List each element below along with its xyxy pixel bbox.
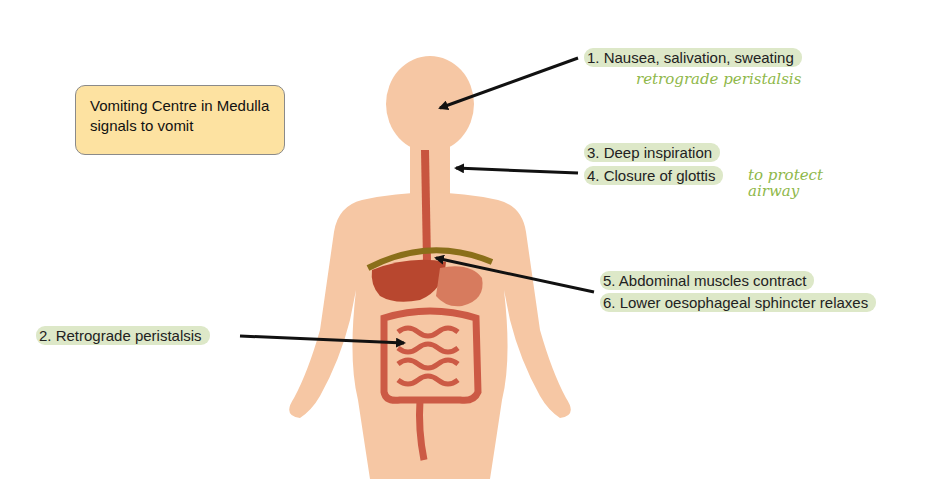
step-label: 6. Lower oesophageal sphincter relaxes [600, 293, 876, 312]
leader-arrow [240, 336, 404, 343]
handwritten-note: to protect airway [748, 168, 838, 200]
step-label: 1. Nausea, salivation, sweating [584, 48, 802, 67]
stomach [436, 266, 483, 306]
small-intestine [398, 328, 458, 384]
large-intestine [384, 311, 478, 400]
organs [368, 150, 492, 460]
rectum [420, 400, 425, 460]
leader-arrow [456, 168, 578, 173]
leader-arrow [440, 58, 578, 108]
step-label: 5. Abdominal muscles contract [600, 271, 814, 290]
leader-arrows [240, 58, 594, 343]
node-text: Vomiting Centre in Medulla signals to vo… [90, 96, 270, 137]
liver [372, 260, 446, 302]
centre-box: Vomiting Centre in Medulla signals to vo… [75, 85, 285, 155]
step-label: 2. Retrograde peristalsis [36, 326, 210, 345]
body-silhouette [289, 56, 571, 479]
handwritten-note: retrograde peristalsis [636, 72, 866, 88]
step-label: 3. Deep inspiration [584, 143, 720, 162]
step-label: 4. Closure of glottis [584, 166, 723, 185]
leader-arrow [436, 258, 594, 292]
